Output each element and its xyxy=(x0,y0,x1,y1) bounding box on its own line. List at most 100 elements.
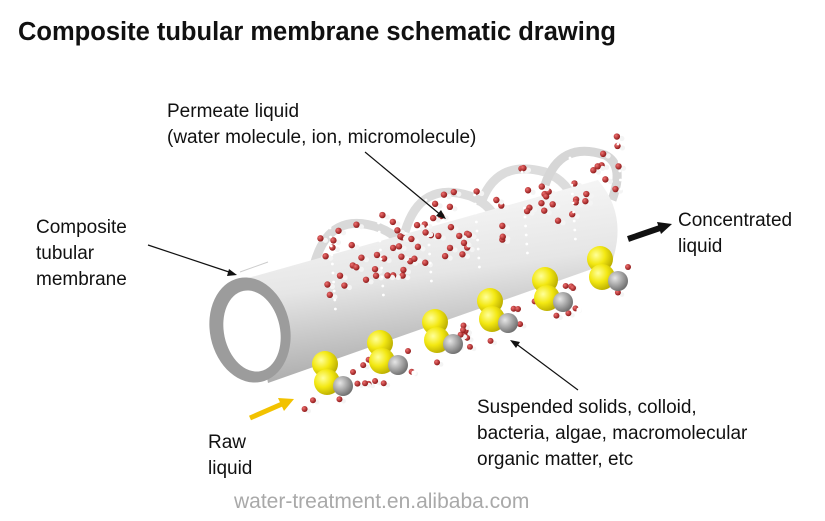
pore-dot xyxy=(574,237,577,241)
pore-dot xyxy=(521,179,524,183)
ion-molecule-dot xyxy=(353,221,360,228)
pore-dot xyxy=(522,197,526,201)
pore-dot xyxy=(524,224,527,228)
ion-molecule-dot xyxy=(602,176,609,183)
ion-molecule-dot xyxy=(460,327,466,333)
pore-dot xyxy=(573,228,577,232)
ion-molecule-dot xyxy=(493,196,500,204)
ion-molecule-dot xyxy=(400,266,407,274)
ion-molecule-dot xyxy=(384,272,391,279)
ion-molecule-dot xyxy=(523,207,531,215)
water-molecule-dot xyxy=(443,215,449,221)
ion-molecule-dot xyxy=(335,227,342,234)
water-molecule-dot xyxy=(607,178,613,184)
ion-molecule-dot xyxy=(447,223,455,231)
pore-dot xyxy=(473,202,477,206)
ion-molecule-dot xyxy=(499,222,506,230)
ion-molecule-dot xyxy=(411,255,418,262)
water-molecule-dot xyxy=(504,225,510,231)
pore-dot xyxy=(426,225,430,229)
ion-molecule-dot xyxy=(372,377,379,384)
pore-dot xyxy=(572,219,576,223)
water-molecule-dot xyxy=(576,307,582,313)
pore-dot xyxy=(329,235,332,239)
water-molecule-dot xyxy=(619,135,625,142)
pore-dot xyxy=(379,257,383,261)
suspended-line-2: bacteria, algae, macromolecular xyxy=(477,423,748,444)
ion-molecule-dot xyxy=(431,200,439,208)
pore-dot xyxy=(526,251,529,255)
water-molecule-dot xyxy=(479,190,485,197)
water-molecule-dot xyxy=(368,279,374,285)
ion-molecule-dot xyxy=(394,227,401,234)
membrane-label: Composite tubular membrane xyxy=(36,215,127,293)
water-molecule-dot xyxy=(346,284,352,291)
ion-molecule-dot xyxy=(570,285,576,291)
ion-molecule-dot xyxy=(599,150,607,158)
ion-molecule-dot xyxy=(565,310,572,317)
suspended-line-3: organic matter, etc xyxy=(477,449,634,470)
pore-dot xyxy=(521,188,525,192)
pore-dot xyxy=(332,280,335,284)
ion-molecule-dot xyxy=(399,272,406,279)
pore-dot xyxy=(424,198,428,202)
water-molecule-dot xyxy=(332,294,338,300)
ion-molecule-dot xyxy=(441,252,449,260)
pore-dot xyxy=(331,271,335,275)
ion-molecule-dot xyxy=(435,232,442,240)
raw-line-1: Raw xyxy=(208,432,247,453)
water-molecule-dot xyxy=(461,235,467,241)
membrane-line-2: tubular xyxy=(36,243,95,264)
pore-dot xyxy=(618,169,622,173)
pore-dot xyxy=(568,156,572,160)
water-molecule-dot xyxy=(464,253,471,259)
pore-dot xyxy=(425,207,428,211)
water-molecule-dot xyxy=(603,164,610,170)
ion-molecule-dot xyxy=(373,251,381,259)
ion-molecule-dot xyxy=(465,231,473,238)
colloid-particle xyxy=(443,334,463,354)
pore-dot xyxy=(569,174,573,178)
pore-dot xyxy=(524,233,528,237)
ion-molecule-dot xyxy=(459,251,466,258)
pore-dot xyxy=(332,289,336,293)
water-molecule-dot xyxy=(452,206,458,212)
water-molecule-dot xyxy=(619,145,626,151)
ion-molecule-dot xyxy=(542,193,550,200)
ion-molecule-dot xyxy=(440,191,448,198)
ion-molecule-dot xyxy=(460,322,467,329)
ion-molecule-dot xyxy=(612,185,619,193)
ion-molecule-dot xyxy=(515,306,521,312)
pore-dot xyxy=(380,275,384,279)
water-molecule-dot xyxy=(358,224,365,230)
pore-dot xyxy=(474,211,478,215)
pore-dot xyxy=(472,184,476,188)
tube-body xyxy=(209,180,618,383)
ion-molecule-dot xyxy=(379,211,386,219)
pore-dot xyxy=(572,210,575,214)
raw-label: Raw liquid xyxy=(208,430,252,482)
ion-molecule-dot xyxy=(380,380,387,387)
pore-dot xyxy=(334,307,337,311)
colloid-particle xyxy=(608,271,628,291)
pore-dot xyxy=(475,220,478,224)
pore-dot xyxy=(570,183,574,187)
permeate-line-1: Permeate liquid xyxy=(167,101,300,122)
ion-molecule-dot xyxy=(615,163,622,170)
water-molecule-dot xyxy=(543,202,550,208)
pore-dot xyxy=(478,265,481,269)
ion-molecule-dot xyxy=(541,207,548,214)
water-molecule-dot xyxy=(620,165,627,171)
ion-molecule-dot xyxy=(405,348,411,354)
suspended-solids xyxy=(312,246,637,397)
ion-molecule-dot xyxy=(549,201,556,208)
ion-molecule-dot xyxy=(414,243,422,251)
water-molecule-dot xyxy=(578,201,584,207)
water-molecule-dot xyxy=(631,286,637,292)
pore-dot xyxy=(333,298,337,302)
ion-molecule-dot xyxy=(487,337,494,344)
ion-molecule-dot xyxy=(499,233,506,240)
pore-dot xyxy=(617,160,621,164)
ion-molecule-dot xyxy=(625,264,631,270)
pore-dot xyxy=(619,178,622,182)
